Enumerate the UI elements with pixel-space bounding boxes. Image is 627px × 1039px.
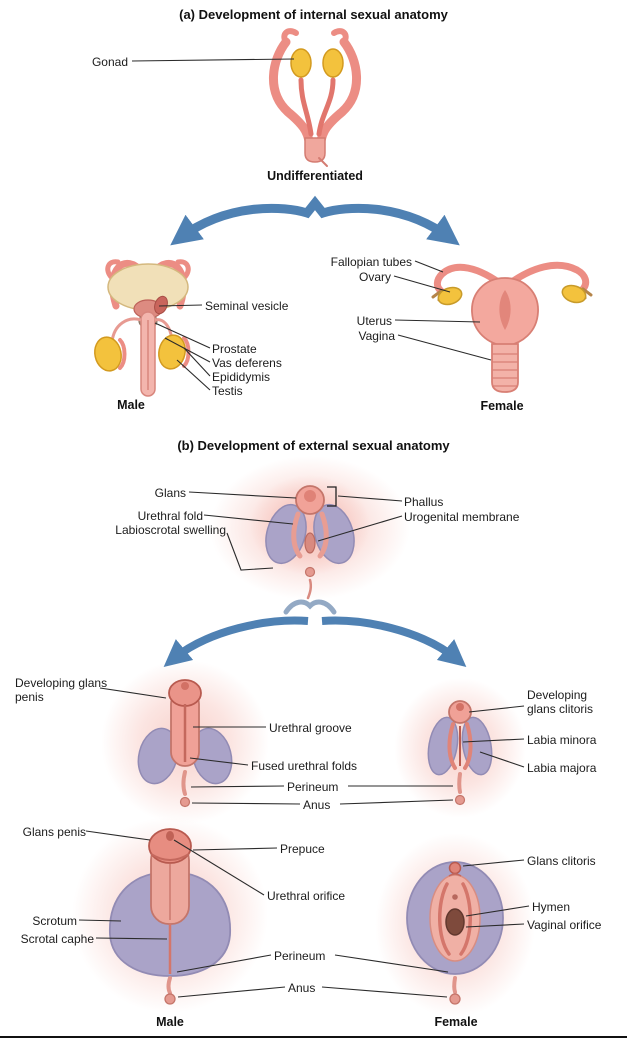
label-epididymis: Epididymis	[212, 370, 271, 384]
label-scrotal-caphe: Scrotal caphe	[20, 932, 94, 946]
caption-male-internal: Male	[117, 398, 145, 412]
label-developing-glans-penis: Developing glans penis	[15, 676, 108, 705]
developing-female-illustration	[394, 678, 526, 818]
label-perineum-final: Perineum	[274, 949, 326, 963]
label-urethral-orifice: Urethral orifice	[267, 889, 346, 903]
divergence-arrow-b-right	[321, 616, 467, 667]
developing-male-illustration	[101, 660, 269, 824]
label-glans-penis: Glans penis	[22, 825, 86, 839]
label-urethral-groove: Urethral groove	[269, 721, 352, 735]
label-labia-minora: Labia minora	[527, 733, 597, 747]
label-scrotum: Scrotum	[32, 914, 77, 928]
caption-female-external: Female	[434, 1015, 478, 1029]
label-developing-glans-clitoris: Developing glans clitoris	[527, 688, 594, 717]
final-female-illustration	[375, 833, 535, 1017]
label-urethral-fold: Urethral fold	[137, 509, 203, 523]
label-testis: Testis	[212, 384, 243, 398]
female-internal-illustration	[431, 261, 593, 393]
label-anus-developing: Anus	[303, 798, 331, 812]
divergence-arrow-a	[170, 195, 460, 246]
label-hymen: Hymen	[532, 900, 571, 914]
section-b-title: (b) Development of external sexual anato…	[177, 438, 450, 453]
label-urogenital-membrane: Urogenital membrane	[404, 510, 520, 524]
divergence-arrow-b-left	[163, 616, 309, 667]
label-fused-urethral-folds: Fused urethral folds	[251, 759, 358, 773]
label-vas-deferens: Vas deferens	[212, 356, 282, 370]
label-labioscrotal-swelling: Labioscrotal swelling	[115, 523, 226, 537]
label-vagina: Vagina	[358, 329, 395, 343]
divergence-brace-b	[283, 599, 337, 615]
undifferentiated-external-illustration	[210, 456, 410, 600]
leader-lines	[78, 58, 530, 998]
label-phallus: Phallus	[404, 495, 444, 509]
label-glans-clitoris: Glans clitoris	[527, 854, 596, 868]
male-internal-illustration	[94, 259, 191, 397]
label-glans: Glans	[154, 486, 186, 500]
label-prepuce: Prepuce	[280, 842, 325, 856]
label-prostate: Prostate	[212, 342, 257, 356]
section-a-title: (a) Development of internal sexual anato…	[179, 7, 448, 22]
label-fallopian-tubes: Fallopian tubes	[330, 255, 412, 269]
caption-male-external: Male	[156, 1015, 184, 1029]
label-uterus: Uterus	[356, 314, 392, 328]
caption-female-internal: Female	[480, 399, 524, 413]
label-labia-majora: Labia majora	[527, 761, 597, 775]
label-ovary: Ovary	[358, 270, 391, 284]
final-male-illustration	[72, 817, 268, 1013]
caption-undifferentiated: Undifferentiated	[267, 169, 363, 183]
label-anus-final: Anus	[288, 981, 316, 995]
label-seminal-vesicle: Seminal vesicle	[205, 299, 289, 313]
undifferentiated-internal-illustration	[269, 28, 361, 167]
label-perineum-developing: Perineum	[287, 780, 339, 794]
label-gonad: Gonad	[91, 55, 128, 69]
label-vaginal-orifice: Vaginal orifice	[527, 918, 602, 932]
